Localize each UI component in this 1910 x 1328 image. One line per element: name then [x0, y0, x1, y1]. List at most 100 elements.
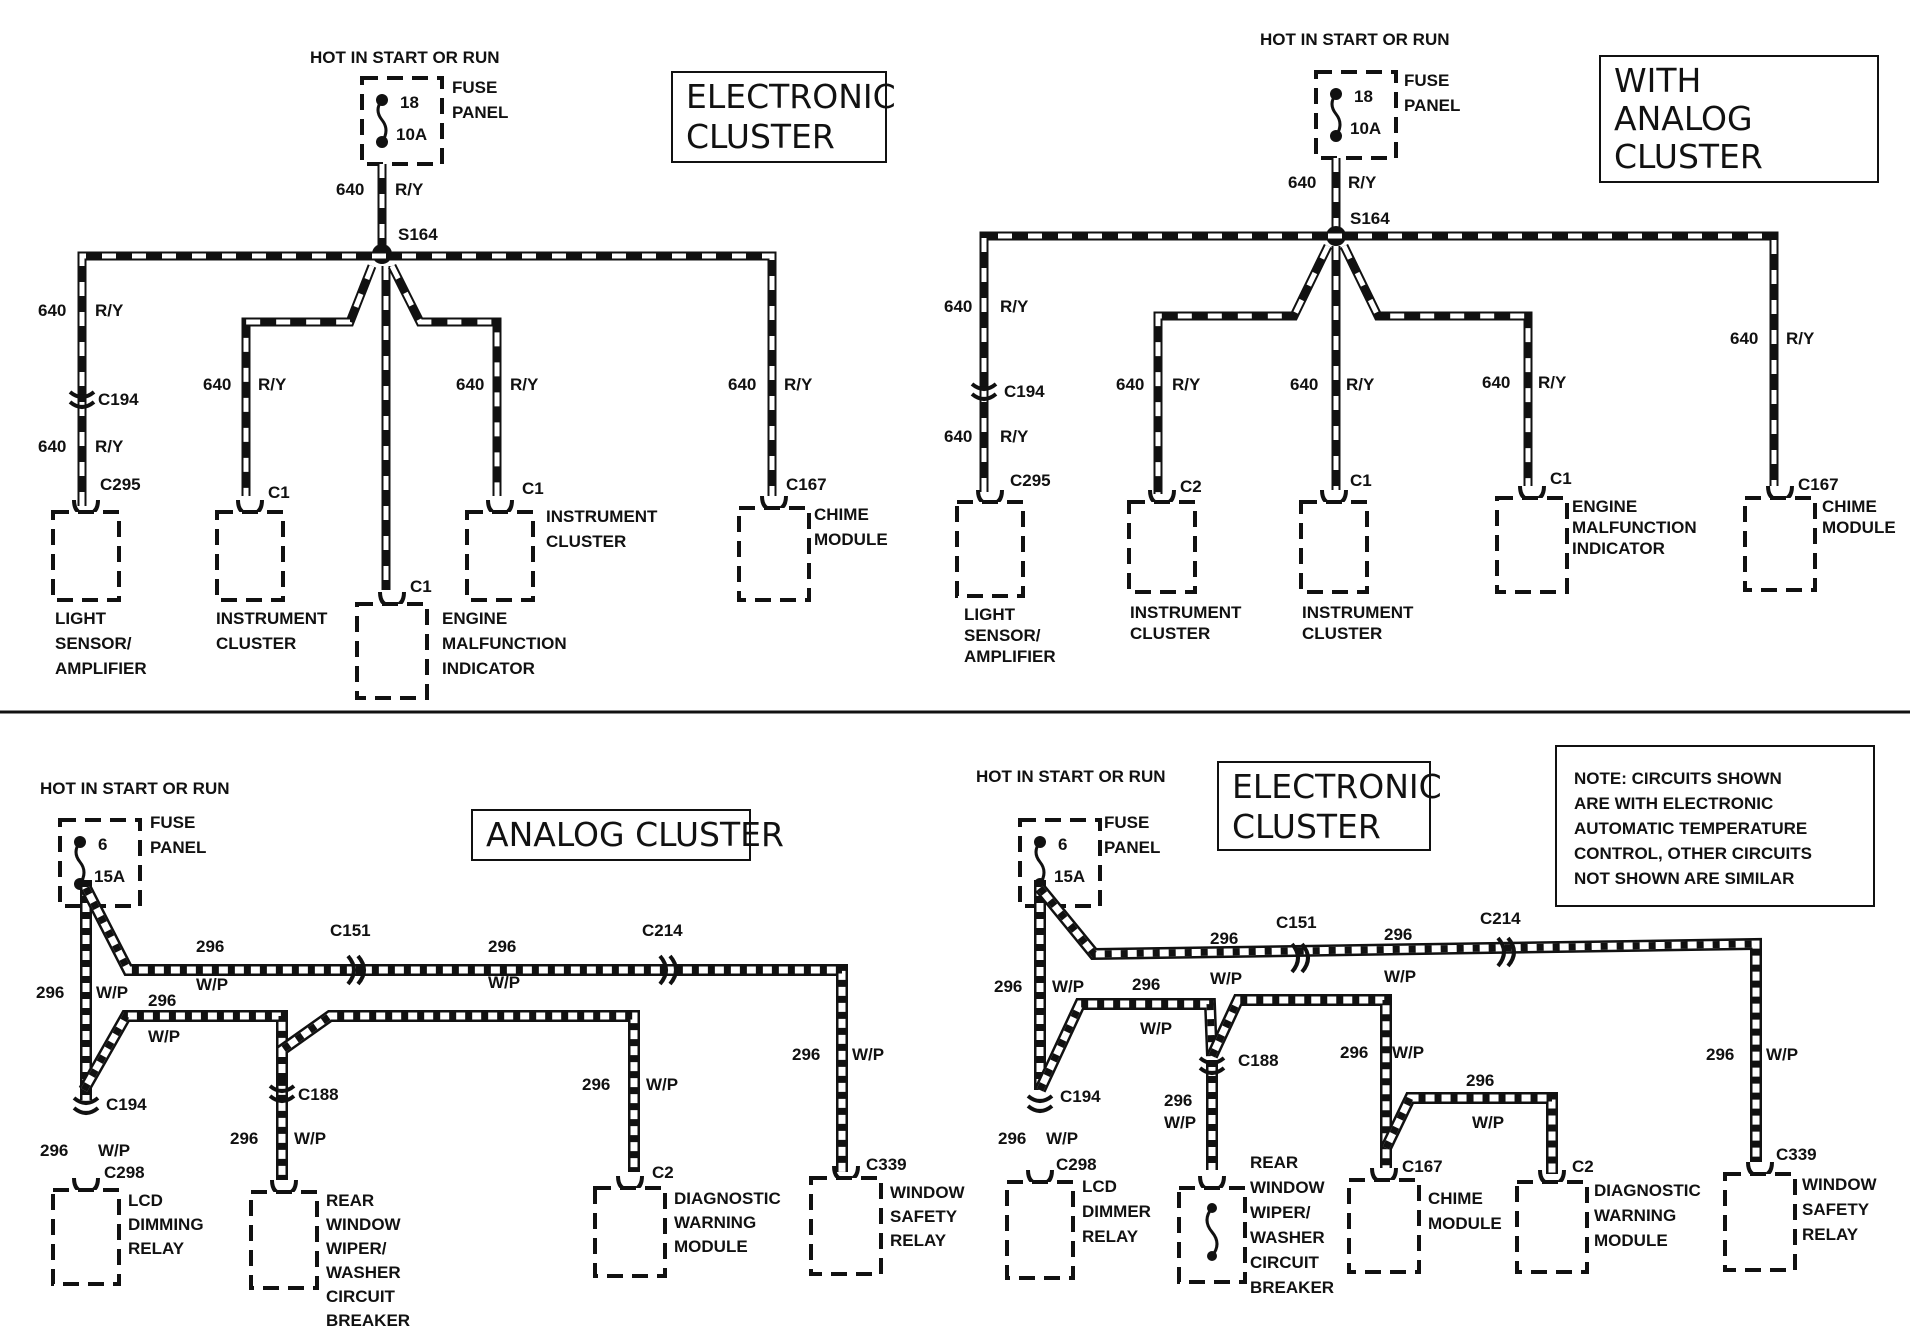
c194-label-4: C194: [1060, 1087, 1101, 1106]
component-4-label-line-2: CLUSTER: [546, 532, 626, 551]
b-w-color-5: W/P: [852, 1045, 884, 1064]
w4-circuit-2: 640: [1482, 373, 1510, 392]
component-3-label-line-2: MALFUNCTION: [442, 634, 567, 653]
fuse-6-b-rating: 15A: [1054, 867, 1085, 886]
c151-label: C151: [330, 921, 371, 940]
w1b-circuit: 640: [38, 437, 66, 456]
component-b1-connector: C295: [1010, 471, 1051, 490]
component-d2-label-line-4: WASHER: [1250, 1228, 1325, 1247]
br-w-circuit-9: 296: [998, 1129, 1026, 1148]
fuse-panel-label-4-line-2: PANEL: [1104, 838, 1160, 857]
component-2-connector: C1: [268, 483, 290, 502]
title-with-analog-cluster-line-3: CLUSTER: [1614, 137, 1763, 176]
c194-label-2: C194: [1004, 382, 1045, 401]
component-b1-label-line-1: LIGHT: [964, 605, 1016, 624]
component-c2-label-line-4: WASHER: [326, 1263, 401, 1282]
fuse-panel-label-2-line-1: FUSE: [1404, 71, 1449, 90]
br-w-color-1: W/P: [1210, 969, 1242, 988]
component-b4-connector: C1: [1550, 469, 1572, 488]
br-w-circuit-3: 296: [994, 977, 1022, 996]
c188-label: C188: [298, 1085, 339, 1104]
c151-connector: [346, 954, 366, 986]
fuse-6-b: 6 15A: [1018, 818, 1102, 908]
component-c4-box: [809, 1176, 883, 1276]
br-w-circuit-8: 296: [1164, 1091, 1192, 1110]
component-b3-label-line-1: INSTRUMENT: [1302, 603, 1414, 622]
w2-circuit-2: 640: [1116, 375, 1144, 394]
title-electronic-cluster-2-line-1: ELECTRONIC: [1232, 767, 1442, 806]
w3-color-2: R/Y: [1346, 375, 1375, 394]
b-w-color-6: W/P: [646, 1075, 678, 1094]
component-c2-label-line-5: CIRCUIT: [326, 1287, 396, 1306]
w1b-color: R/Y: [95, 437, 124, 456]
br-w-circuit-1: 296: [1210, 929, 1238, 948]
c194-label: C194: [98, 390, 139, 409]
w2-color: R/Y: [258, 375, 287, 394]
component-d2-label-line-6: BREAKER: [1250, 1278, 1334, 1297]
b-w-color-3: W/P: [96, 983, 128, 1002]
wire-c1-left: [241, 264, 377, 496]
component-b4-label-line-1: ENGINE: [1572, 497, 1637, 516]
c151-label-2: C151: [1276, 913, 1317, 932]
hot-label-2: HOT IN START OR RUN: [1260, 30, 1450, 49]
br-w-circuit-7: 296: [1706, 1045, 1734, 1064]
component-b3-box: [1299, 500, 1369, 594]
component-d5-connector: C339: [1776, 1145, 1817, 1164]
component-c4-label-line-2: SAFETY: [890, 1207, 958, 1226]
splice-label: S164: [398, 225, 438, 244]
br-w-circuit-4: 296: [1132, 975, 1160, 994]
component-d2-label-line-1: REAR: [1250, 1153, 1298, 1172]
b-w-color-4: W/P: [148, 1027, 180, 1046]
wire-296-diag-2: [1380, 1092, 1558, 1174]
title-analog-cluster: ANALOG CLUSTER: [471, 809, 784, 861]
c188-connector-2: [1198, 1056, 1226, 1075]
fuse-panel-label-2-line-2: PANEL: [1404, 96, 1460, 115]
component-5-box: [737, 506, 811, 602]
c194-connector-3: [72, 1096, 100, 1115]
b-w-color-1: W/P: [196, 975, 228, 994]
br-w-color-3: W/P: [1052, 977, 1084, 996]
component-c4-label-line-1: WINDOW: [890, 1183, 966, 1202]
component-b5-label-line-2: MODULE: [1822, 518, 1896, 537]
br-w-circuit-6: 296: [1466, 1071, 1494, 1090]
b-w-circuit-5: 296: [792, 1045, 820, 1064]
note-line-2: ARE WITH ELECTRONIC: [1574, 794, 1773, 813]
component-b1-box: [955, 500, 1025, 598]
component-d3-connector: C167: [1402, 1157, 1443, 1176]
b-w-circuit-7: 296: [40, 1141, 68, 1160]
fuse-panel-label-4-line-1: FUSE: [1104, 813, 1149, 832]
wire-296-top-2: [1035, 884, 1762, 1162]
circuit-breaker-symbol: [1205, 1203, 1219, 1261]
br-w-circuit-2: 296: [1384, 925, 1412, 944]
component-4-box: [465, 510, 535, 602]
component-c1-connector: C298: [104, 1163, 145, 1182]
note-line-1: NOTE: CIRCUITS SHOWN: [1574, 769, 1782, 788]
fuse-panel-label-line-2: PANEL: [452, 103, 508, 122]
component-b1-label-line-3: AMPLIFIER: [964, 647, 1056, 666]
component-1-label-line-1: LIGHT: [55, 609, 107, 628]
component-c3-label-line-1: DIAGNOSTIC: [674, 1189, 781, 1208]
component-c2-label-line-1: REAR: [326, 1191, 374, 1210]
fuse-6-number: 6: [98, 835, 107, 854]
w4-color: R/Y: [510, 375, 539, 394]
component-4-label-line-1: INSTRUMENT: [546, 507, 658, 526]
component-1-box: [51, 510, 121, 602]
feed-circuit-2: 640: [1288, 173, 1316, 192]
component-c2-label-line-6: BREAKER: [326, 1311, 410, 1328]
w1-circuit: 640: [38, 301, 66, 320]
fuse-6-b-number: 6: [1058, 835, 1067, 854]
w5-circuit-2: 640: [1730, 329, 1758, 348]
component-d3-label-line-1: CHIME: [1428, 1189, 1483, 1208]
component-b3-connector: C1: [1350, 471, 1372, 490]
component-c1-label-line-2: DIMMING: [128, 1215, 204, 1234]
hot-label-4: HOT IN START OR RUN: [976, 767, 1166, 786]
br-w-color-5: W/P: [1392, 1043, 1424, 1062]
component-d5-label-line-1: WINDOW: [1802, 1175, 1878, 1194]
component-d4-label-line-3: MODULE: [1594, 1231, 1668, 1250]
wire-c1-right-2: [1339, 244, 1533, 486]
splice-label-2: S164: [1350, 209, 1390, 228]
component-3-box: [355, 602, 429, 700]
